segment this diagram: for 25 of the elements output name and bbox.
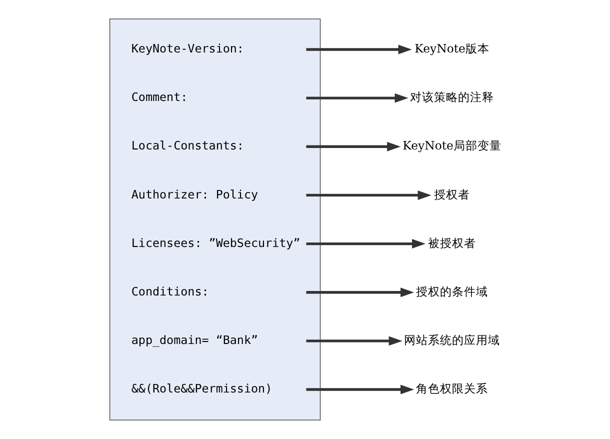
node-text: Conditions: <box>131 284 209 298</box>
arrow <box>306 44 412 54</box>
node-text: KeyNote-Version: <box>131 42 244 56</box>
arrow <box>306 239 426 249</box>
arrow <box>306 288 414 298</box>
node-text: Authorizer: Policy <box>131 187 258 202</box>
node-text: Licensees: ”WebSecurity” <box>131 236 300 250</box>
node-text: KeyNote局部变量 <box>402 138 502 153</box>
cluster <box>109 18 321 421</box>
node-text: 角色权限关系 <box>416 382 488 396</box>
node-text: 被授权者 <box>428 236 476 250</box>
node-text: 授权者 <box>434 187 470 202</box>
arrow <box>306 336 402 346</box>
arrow <box>306 142 401 152</box>
node-text: 网站系统的应用域 <box>404 333 500 347</box>
arrow <box>306 190 432 200</box>
arrow <box>306 93 408 103</box>
node-text: 对该策略的注释 <box>410 90 494 104</box>
node-text: &&(Role&&Permission) <box>131 382 272 396</box>
node-text: Comment: <box>131 90 188 104</box>
node-text: 授权的条件域 <box>416 284 488 298</box>
arrow <box>306 384 414 394</box>
node-text: Local-Constants: <box>131 138 244 153</box>
node-text: app_domain= “Bank” <box>131 333 258 347</box>
node-text: KeyNote版本 <box>414 42 490 56</box>
